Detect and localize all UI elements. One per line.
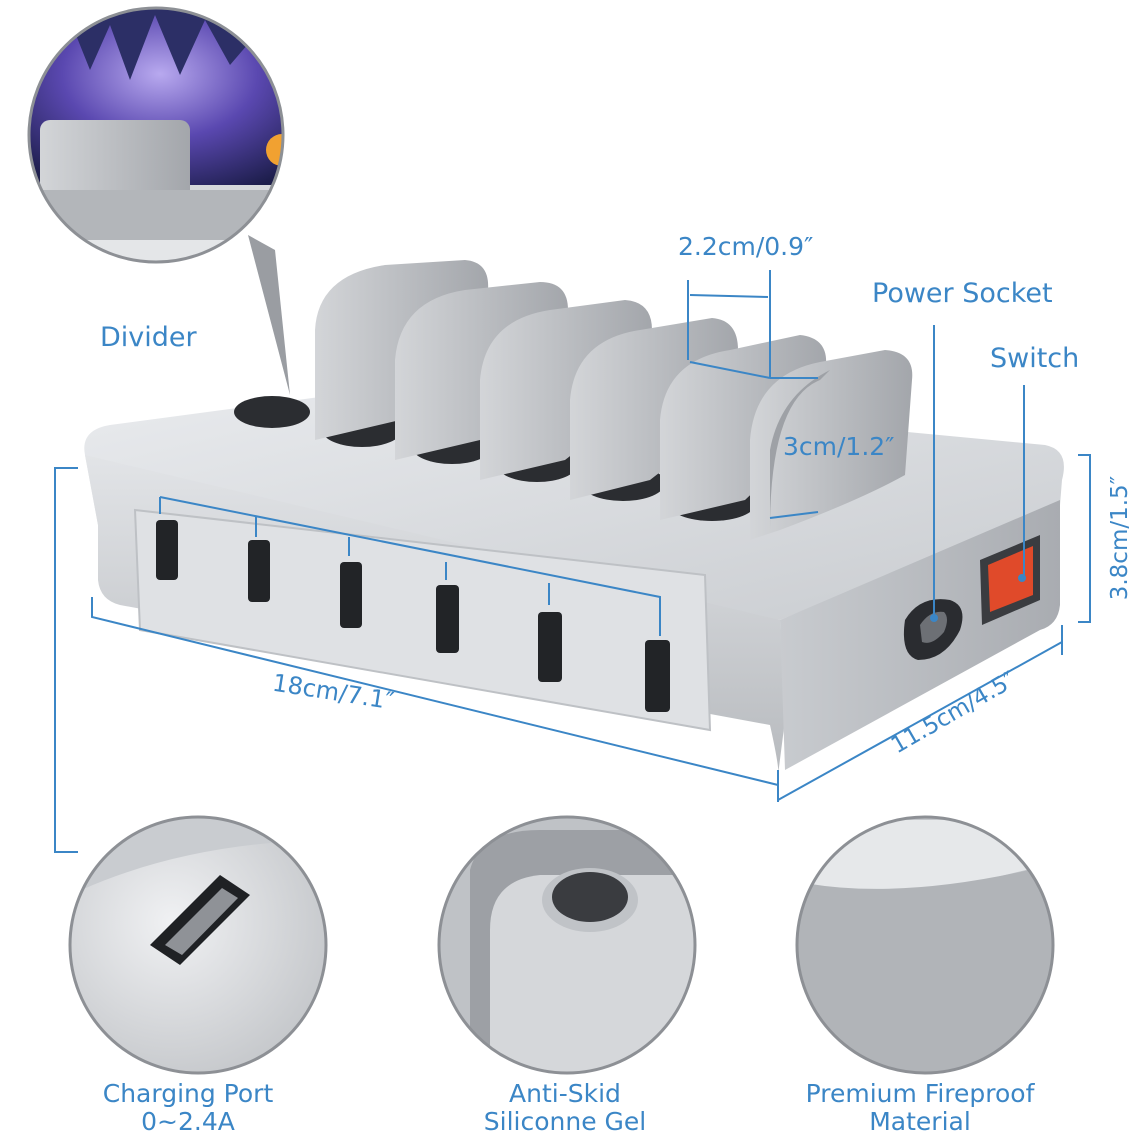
usb-port-icon [248,540,270,602]
slot-gap-dimension: 2.2cm/0.9″ [678,232,814,261]
callout-pointer [248,235,290,395]
anti-skid-closeup [437,815,697,1075]
port-panel [133,508,712,732]
charging-port-caption-line1: Charging Port [102,1079,274,1108]
power-socket-icon [903,599,963,660]
charging-port-closeup [68,815,328,1075]
fireproof-material-closeup [795,815,1055,1075]
anti-skid-caption: Anti-Skid Siliconne Gel [460,1080,670,1136]
anti-skid-caption-line1: Anti-Skid [509,1079,621,1108]
fireproof-caption-line2: Material [869,1107,971,1136]
usb-port-icon [538,612,562,682]
anti-skid-caption-line2: Siliconne Gel [483,1107,647,1136]
divider-label: Divider [100,322,197,353]
usb-ports [156,520,670,712]
dividers [315,260,913,540]
charging-port-caption-line2: 0~2.4A [141,1107,235,1136]
height-dimension: 3.8cm/1.5″ [1107,475,1133,601]
fireproof-caption-line1: Premium Fireproof [805,1079,1035,1108]
switch-label: Switch [990,343,1080,374]
usb-port-icon [156,520,178,580]
closeup-ring [27,6,285,264]
usb-port-icon [436,585,459,653]
divider-height-dimension: 3cm/1.2″ [783,432,895,461]
fireproof-caption: Premium Fireproof Material [790,1080,1050,1136]
usb-port-icon [645,640,670,712]
usb-port-icon [340,562,362,628]
power-socket-label: Power Socket [872,278,1053,309]
dimension-lines [54,270,1091,853]
charging-port-caption: Charging Port 0~2.4A [88,1080,288,1136]
divider-closeup [27,6,290,395]
